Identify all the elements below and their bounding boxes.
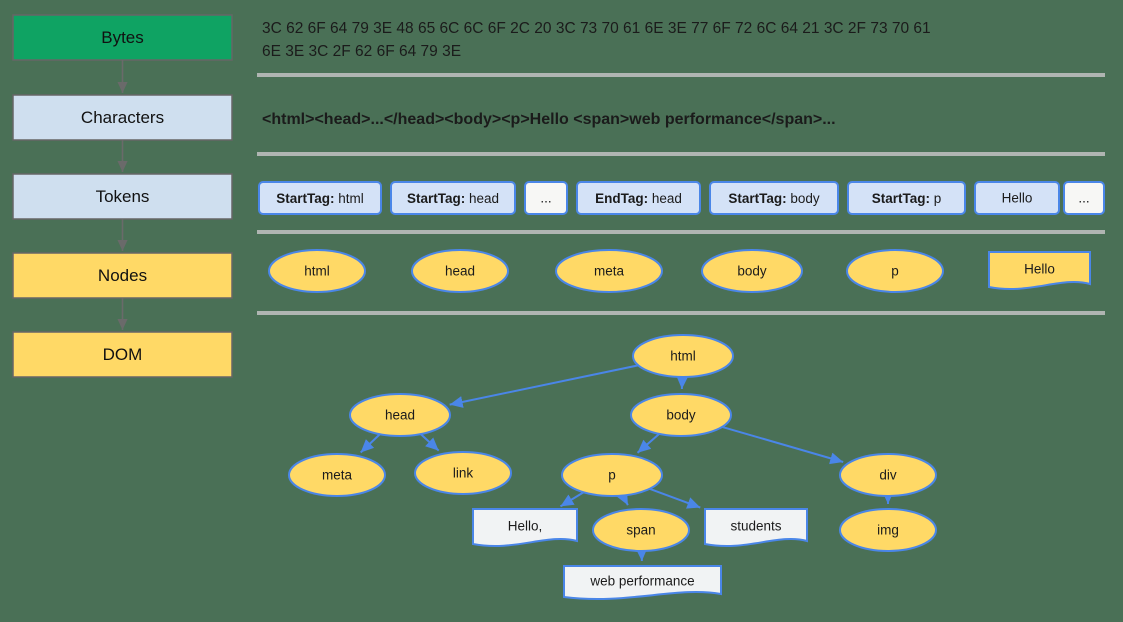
tree-node-meta <box>288 453 386 497</box>
node-chip-html <box>268 249 366 293</box>
pipeline-stage-characters <box>12 94 233 141</box>
tree-node-div <box>839 453 937 497</box>
token-value: p <box>930 191 941 206</box>
pipeline-stage-tokens <box>12 173 233 220</box>
token-chip <box>576 181 701 215</box>
pipeline-stage-label: DOM <box>103 345 143 364</box>
node-chip-body <box>701 249 803 293</box>
node-chip-text-hello <box>988 251 1091 291</box>
tree-node-label: p <box>608 468 616 483</box>
node-chip-meta <box>555 249 663 293</box>
tree-node-img <box>839 508 937 552</box>
node-chip-label: p <box>891 264 899 279</box>
tree-edge-p-to-span <box>616 490 629 506</box>
token-label: Hello <box>1002 191 1033 206</box>
tree-node-head <box>349 393 451 437</box>
bytes-hex-line: 3C 62 6F 64 79 3E 48 65 6C 6C 6F 2C 20 3… <box>262 20 931 37</box>
pipeline-stage-label: Nodes <box>98 266 147 285</box>
dom-tree-edges <box>359 364 894 562</box>
tree-node-label: link <box>453 466 474 481</box>
tree-node-body <box>630 393 732 437</box>
token-ellipsis-chip <box>524 181 568 215</box>
tree-node-label: span <box>626 523 655 538</box>
tree-text-node-webperf <box>563 565 722 600</box>
token-label: ... <box>540 191 551 206</box>
token-type: StartTag: <box>276 191 334 206</box>
tree-node-label: meta <box>322 468 353 483</box>
tree-node-label: head <box>385 408 415 423</box>
node-chip-head <box>411 249 509 293</box>
token-label: StartTag: p <box>872 191 942 206</box>
token-type: StartTag: <box>872 191 930 206</box>
tree-node-link <box>414 451 512 495</box>
tree-node-label: body <box>666 408 696 423</box>
characters-row: <html><head>...</head><body><p>Hello <sp… <box>262 111 836 128</box>
token-value: html <box>335 191 364 206</box>
node-chip-label: meta <box>594 264 625 279</box>
token-chip <box>974 181 1060 215</box>
tree-edge-p-to-students <box>649 487 701 509</box>
pipeline-stage-label: Tokens <box>96 187 150 206</box>
token-value: head <box>648 191 682 206</box>
token-chip <box>709 181 839 215</box>
tree-edge-body-to-p <box>636 433 660 454</box>
token-label: ... <box>1078 191 1089 206</box>
tree-text-node-label: Hello, <box>508 519 543 534</box>
bytes-row: 3C 62 6F 64 79 3E 48 65 6C 6C 6F 2C 20 3… <box>262 20 931 60</box>
node-chip-label: body <box>737 264 767 279</box>
tree-node-label: html <box>670 349 696 364</box>
token-label: EndTag: head <box>595 191 682 206</box>
token-chip <box>847 181 966 215</box>
tree-node-p <box>561 453 663 497</box>
tree-node-label: img <box>877 523 899 538</box>
tree-edge-body-to-div <box>721 425 844 465</box>
pipeline-stage-label: Characters <box>81 108 164 127</box>
token-label: StartTag: html <box>276 191 364 206</box>
dom-tree-nodes: html head body meta link p div span img Hello, stu… <box>288 334 937 600</box>
node-chip-label: html <box>304 264 330 279</box>
token-type: StartTag: <box>728 191 786 206</box>
nodes-row: html head meta body p Hello <box>268 249 1091 293</box>
token-value: body <box>787 191 820 206</box>
pipeline-stage-bytes <box>12 14 233 61</box>
node-chip-label: head <box>445 264 475 279</box>
token-type: StartTag: <box>407 191 465 206</box>
tree-edge-html-to-head <box>449 364 639 408</box>
section-separators <box>257 73 1105 315</box>
tree-text-node-students <box>704 508 808 548</box>
tree-text-node-label: students <box>730 519 781 534</box>
pipeline-stage-label: Bytes <box>101 28 144 47</box>
node-chip-p <box>846 249 944 293</box>
tree-edge-head-to-link <box>420 433 440 452</box>
tree-node-span <box>592 508 690 552</box>
token-chip <box>258 181 382 215</box>
token-type: EndTag: <box>595 191 648 206</box>
tree-text-node-label: web performance <box>589 574 694 589</box>
token-label: StartTag: head <box>407 191 499 206</box>
tree-node-label: div <box>879 468 897 483</box>
token-chip <box>390 181 516 215</box>
tree-edge-p-to-hello <box>559 491 585 508</box>
tree-edge-head-to-meta <box>359 433 381 454</box>
token-label: StartTag: body <box>728 191 820 206</box>
token-ellipsis-chip <box>1063 181 1105 215</box>
characters-markup-text: <html><head>...</head><body><p>Hello <sp… <box>262 111 836 128</box>
tree-node-html <box>632 334 734 378</box>
tree-text-node-hello <box>472 508 578 548</box>
node-chip-text-label: Hello <box>1024 262 1055 277</box>
token-value: head <box>465 191 499 206</box>
pipeline-stage-dom <box>12 331 233 378</box>
bytes-hex-line: 6E 3E 3C 2F 62 6F 64 79 3E <box>262 43 461 60</box>
